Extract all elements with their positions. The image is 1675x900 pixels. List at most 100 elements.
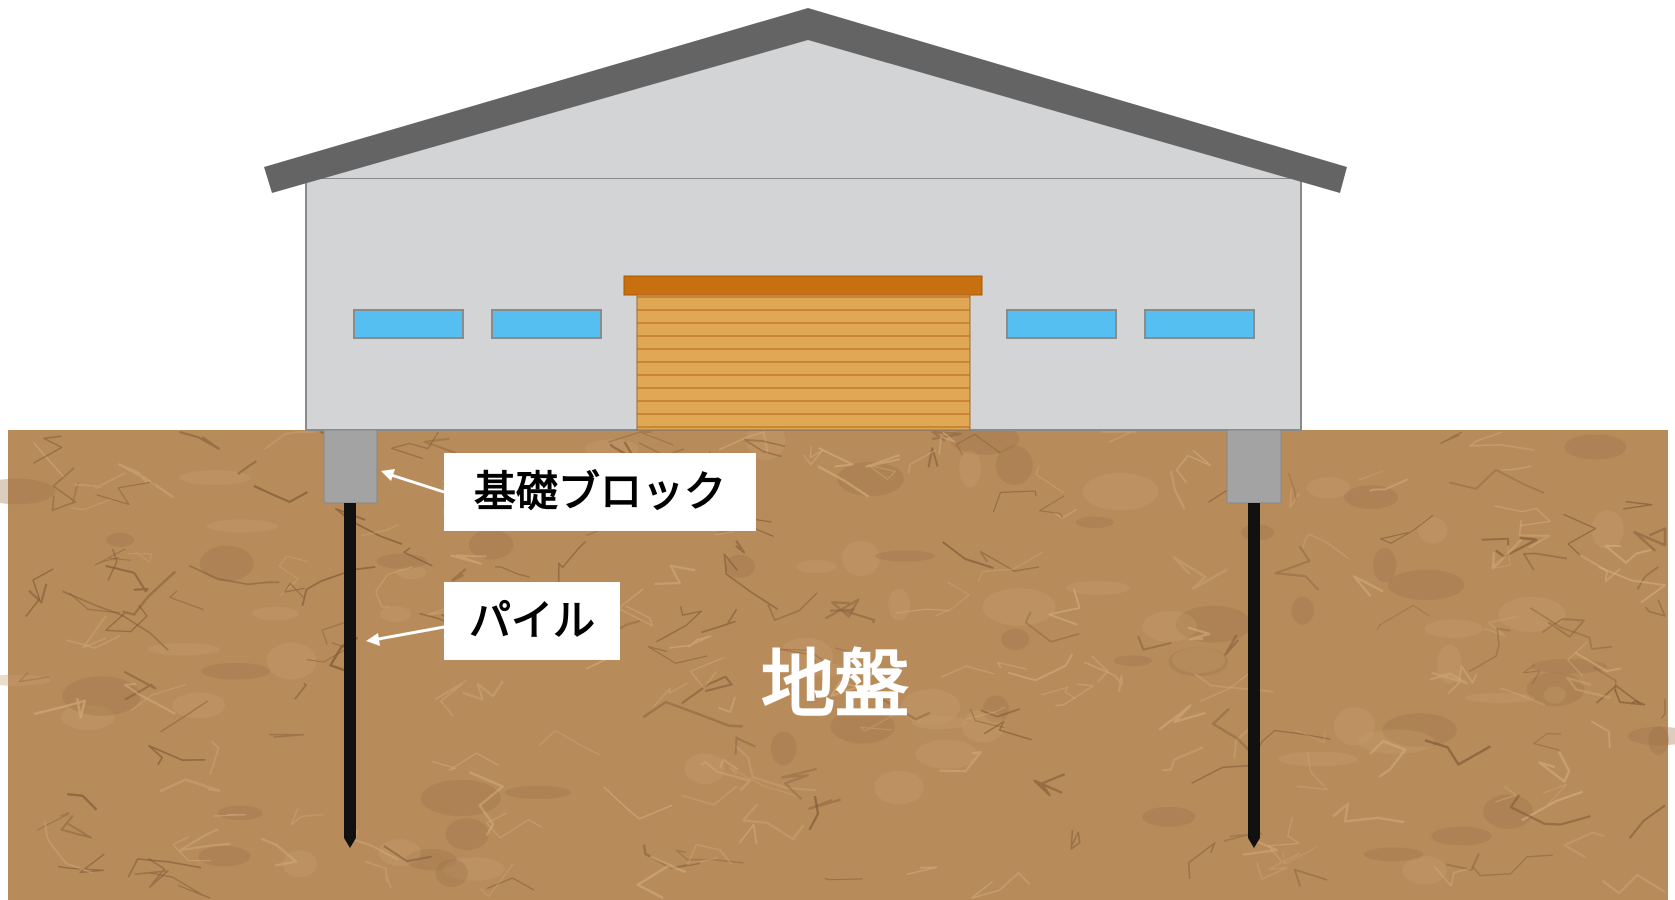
soil-crease [939,751,982,773]
soil-crease [74,472,126,489]
soil-patch [888,588,911,621]
soil-patch [1564,434,1627,460]
foundation-block-arrow [381,469,445,494]
soil-patch [1483,794,1533,829]
warehouse-gable [306,24,1301,178]
soil-crease [818,447,854,468]
soil-patch [795,560,837,574]
soil-crease [701,608,738,633]
soil-crease [263,431,316,451]
soil-patch [266,642,317,680]
soil-crease [1578,553,1621,583]
soil-crease [656,606,703,643]
soil-patch [915,739,978,769]
soil-crease [803,445,824,466]
soil-crease [127,551,153,563]
soil-crease [1187,626,1211,641]
soil-crease [1595,684,1640,704]
soil-crease [668,635,712,649]
soil-crease [940,665,995,678]
soil-patch [251,606,299,621]
soil-crease [1501,465,1532,471]
soil-patch [1464,692,1536,703]
soil-crease [172,836,211,862]
soil-crease [1563,831,1605,859]
soil-crease [654,564,696,586]
pile-right [1248,503,1260,848]
soil-crease [1469,431,1535,451]
soil-crease [82,614,107,649]
soil-crease [284,582,305,598]
soil-patch [1142,610,1198,643]
soil-crease [1048,588,1081,626]
soil-crease [134,857,169,888]
soil-patch [1113,655,1153,667]
soil-crease [860,712,898,732]
soil-crease [383,845,433,863]
soil-crease [462,680,504,701]
soil-crease [934,581,970,617]
soil-crease [1523,552,1568,571]
soil-crease [68,592,121,614]
soil-patch [770,731,797,766]
soil-crease [1521,790,1583,822]
soil-patch [443,857,505,881]
soil-crease [1522,664,1541,685]
soil-crease [1369,478,1408,492]
soil-crease [495,566,530,578]
soil-patch [1172,647,1225,674]
soil-crease [1055,683,1094,707]
soil-crease [1233,725,1253,759]
soil-patch [0,478,56,505]
soil-patch [1278,751,1358,767]
soil-patch [1344,485,1399,509]
soil-patch [995,445,1033,485]
soil-crease [1633,527,1667,552]
soil-patch [179,470,251,486]
pile-left [344,503,356,848]
soil-crease [1024,611,1080,643]
soil-patch [1436,644,1462,684]
soil-patch [1364,847,1424,862]
soil-patch [982,588,1056,626]
soil-patch [147,643,220,656]
soil-patch [61,704,115,730]
soil-crease [1358,470,1384,481]
soil-patch [874,770,924,805]
soil-crease [18,671,50,683]
soil-crease [1574,651,1622,673]
soil-crease [32,441,65,479]
soil-crease [129,683,187,712]
soil-crease [966,706,1006,720]
soil-patch [1382,713,1457,747]
soil-crease [105,564,149,593]
soil-crease [979,550,1040,572]
soil-crease [127,858,202,878]
soil-crease [980,708,1021,718]
soil-crease [1628,804,1666,840]
soil-crease [744,439,786,458]
soil-crease [603,786,673,820]
soil-crease [617,588,653,627]
soil-crease [931,430,962,442]
soil-crease [1494,505,1551,527]
soil-crease [1175,449,1212,483]
soil-crease [538,729,601,756]
soil-crease [1567,641,1588,677]
soil-patch [106,532,134,548]
soil-patch [724,554,756,578]
soil-patch [1142,806,1196,827]
soil-crease [1294,729,1326,744]
soil-crease [808,795,820,831]
soil-crease [403,547,433,567]
soil-crease [729,767,797,797]
soil-patch [201,662,270,680]
soil-crease [738,824,758,845]
soil-crease [780,767,817,800]
soil-crease [938,431,956,455]
soil-crease [1636,566,1659,590]
soil-crease [122,570,177,616]
soil-crease [1429,671,1469,685]
soil-crease [642,700,743,728]
